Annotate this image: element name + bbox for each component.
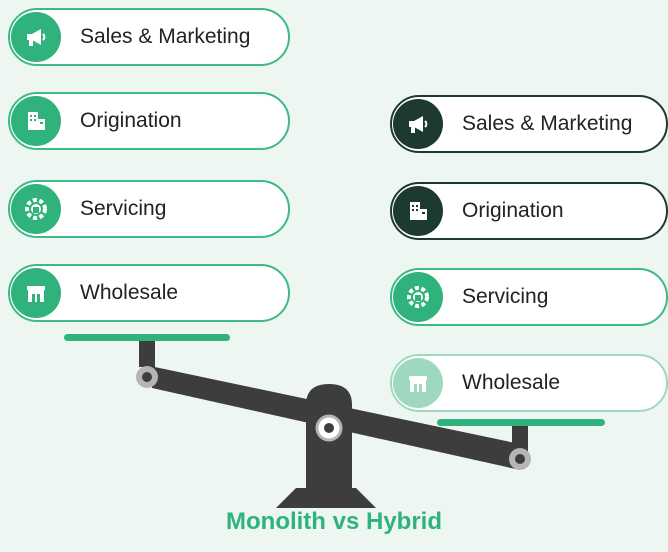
right-item-label: Servicing xyxy=(462,285,549,308)
gear-icon xyxy=(393,272,443,322)
right-item-sales-marketing: Sales & Marketing xyxy=(390,95,668,153)
right-item-wholesale: Wholesale xyxy=(390,354,668,412)
right-item-label: Origination xyxy=(462,199,564,222)
right-item-label: Wholesale xyxy=(462,371,561,394)
diagram-title: Monolith vs Hybrid xyxy=(226,508,442,535)
right-plate xyxy=(437,419,605,426)
left-item-origination: Origination xyxy=(8,92,290,150)
right-item-origination: Origination xyxy=(390,182,668,240)
store-icon xyxy=(393,358,443,408)
building-icon xyxy=(393,186,443,236)
left-item-label: Origination xyxy=(80,109,182,132)
megaphone-icon xyxy=(11,12,61,62)
building-icon xyxy=(11,96,61,146)
left-plate xyxy=(64,334,230,341)
gear-icon xyxy=(11,184,61,234)
store-icon xyxy=(11,268,61,318)
left-hanger xyxy=(139,341,155,367)
left-item-servicing: Servicing xyxy=(8,180,290,238)
left-item-label: Servicing xyxy=(80,197,167,220)
left-item-label: Sales & Marketing xyxy=(80,25,251,48)
right-item-label: Sales & Marketing xyxy=(462,112,633,135)
megaphone-icon xyxy=(393,99,443,149)
left-item-label: Wholesale xyxy=(80,281,179,304)
left-item-sales-marketing: Sales & Marketing xyxy=(8,8,290,66)
left-item-wholesale: Wholesale xyxy=(8,264,290,322)
right-item-servicing: Servicing xyxy=(390,268,668,326)
